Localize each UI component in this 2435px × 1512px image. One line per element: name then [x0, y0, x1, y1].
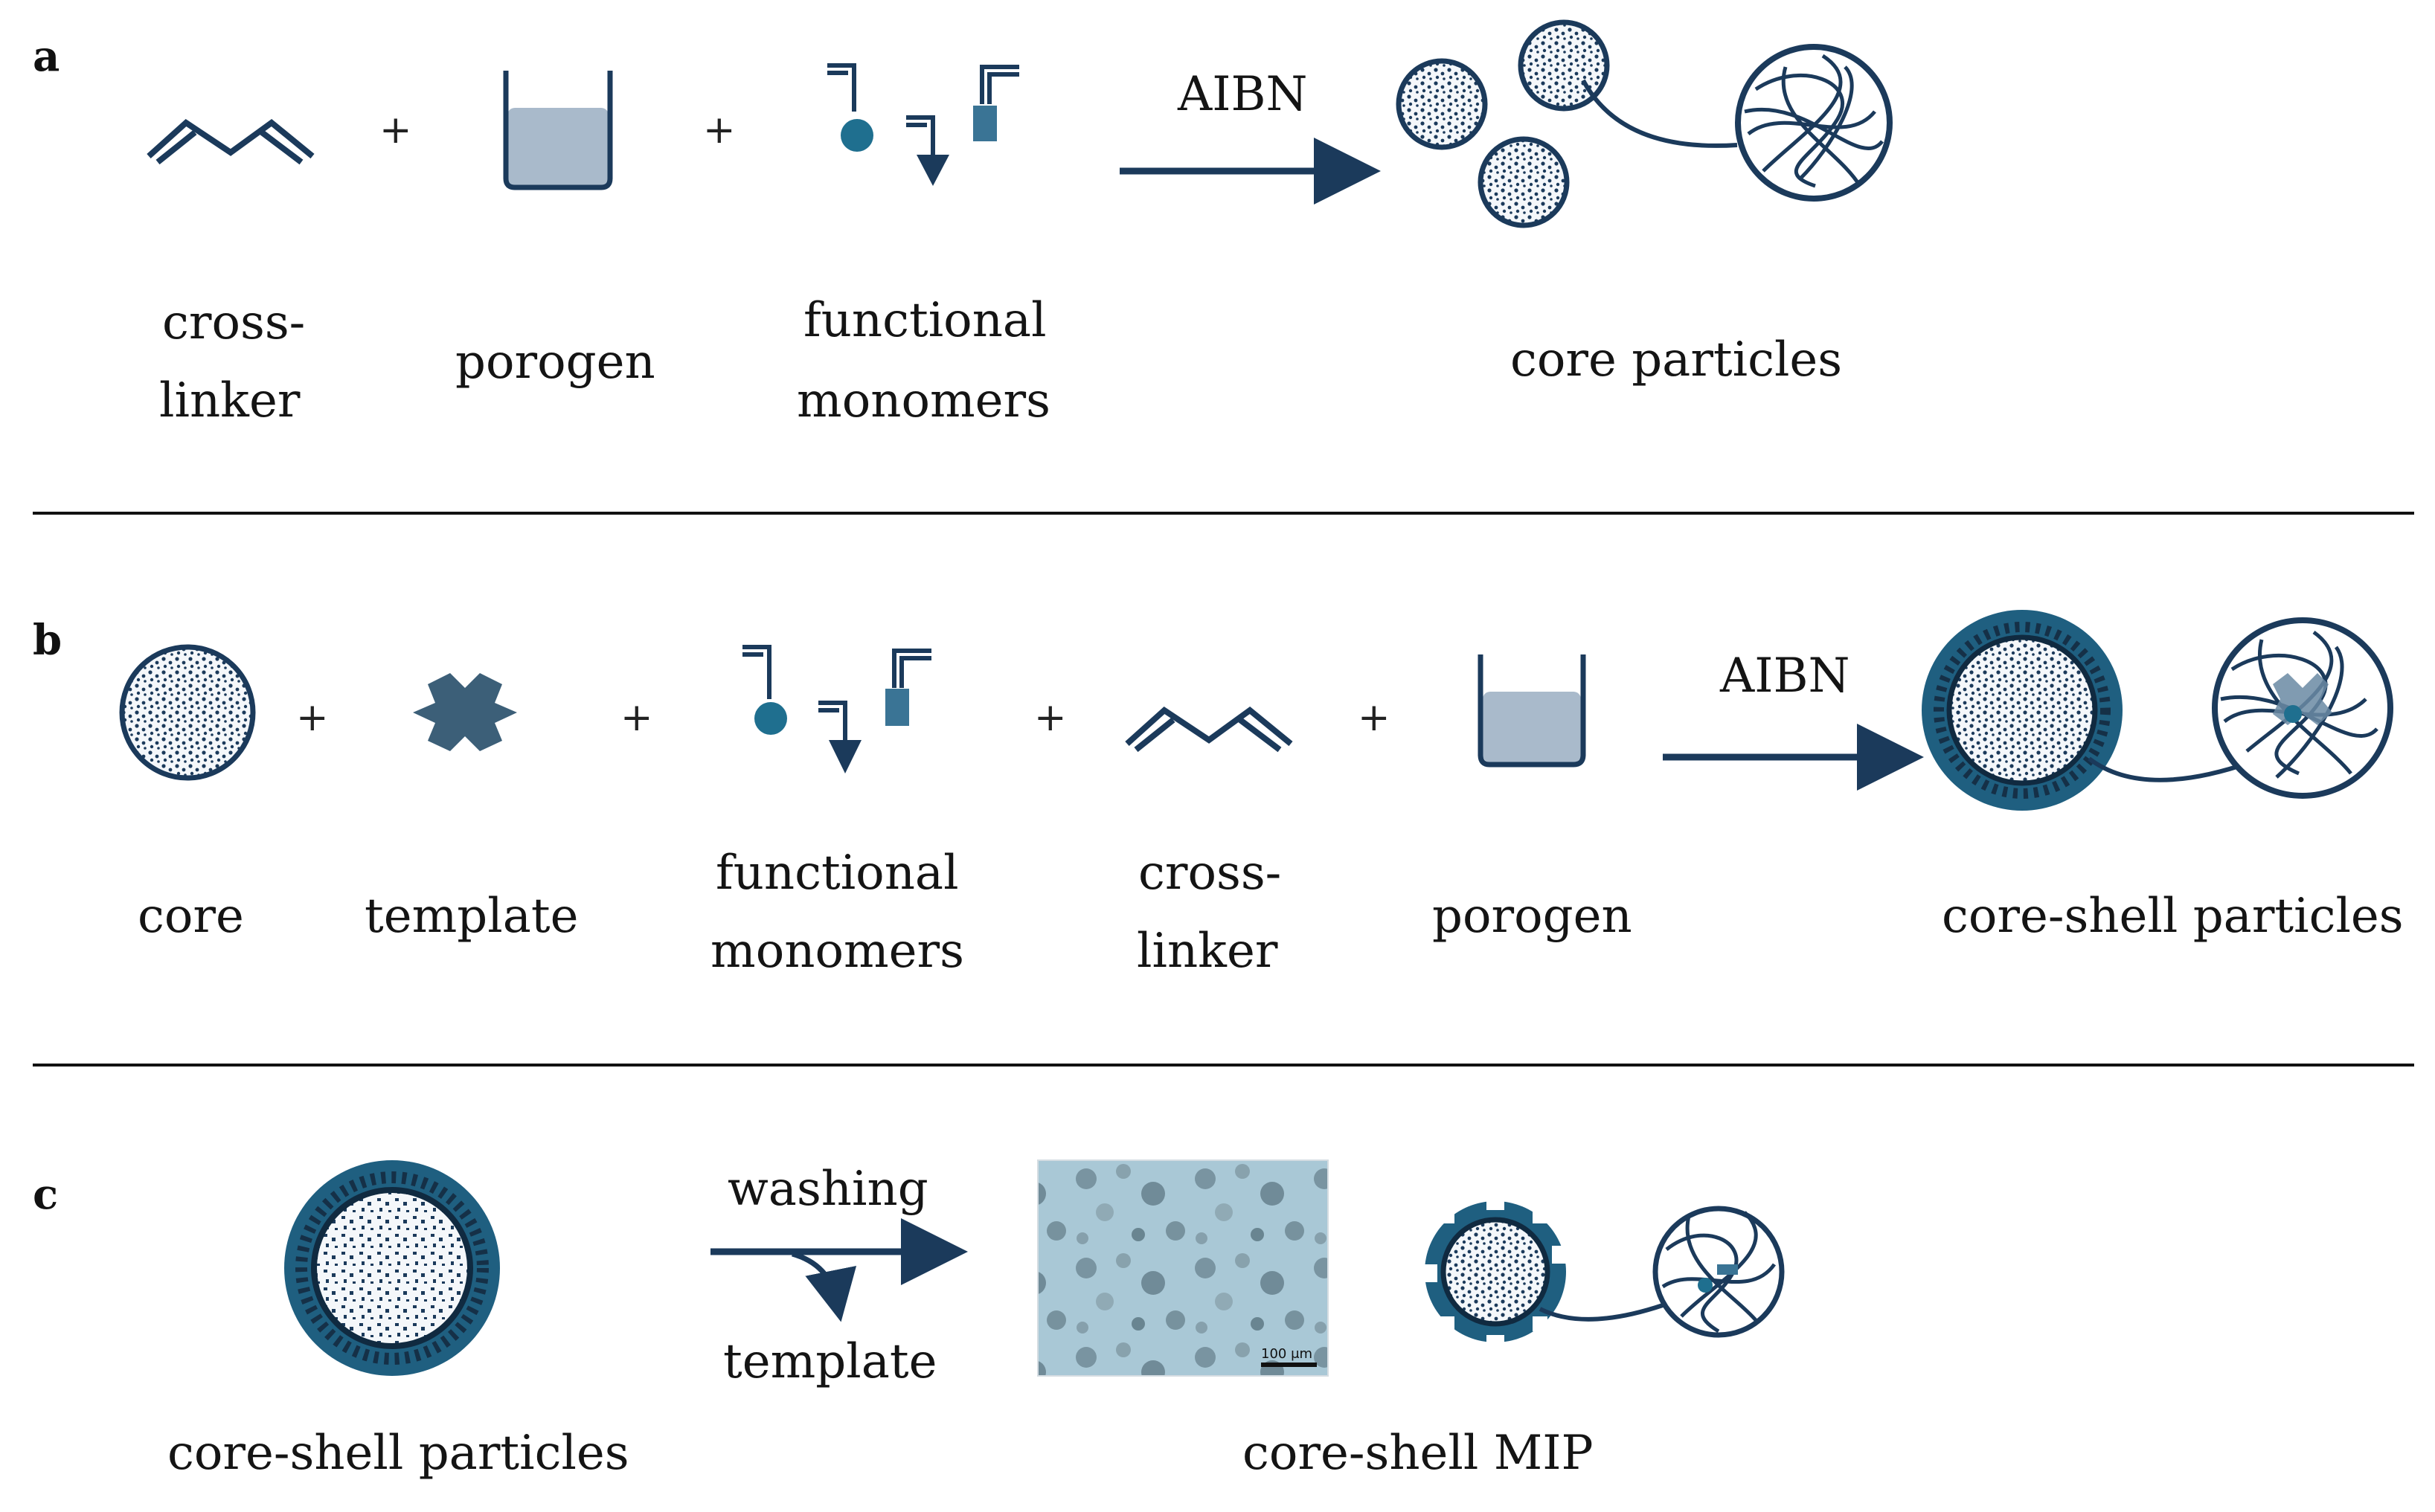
functional-monomers-icon [742, 645, 931, 773]
arrow-label-aibn: AIBN [1719, 649, 1850, 704]
crosslinker-icon [1125, 706, 1293, 753]
core-shell-particles-product-icon [1922, 610, 2393, 811]
arrow-label-washing: washing [728, 1162, 928, 1217]
core-particle-icon [119, 644, 256, 781]
plus-sign: + [1358, 695, 1390, 740]
label-core-shell-particles: core-shell particles [167, 1426, 629, 1481]
plus-sign: + [296, 695, 329, 740]
microscopy-image: 100 μm [1037, 1159, 1329, 1377]
label-core-particles: core particles [1510, 332, 1842, 387]
scale-bar-label: 100 μm [1261, 1346, 1312, 1362]
label-core-shell-mip: core-shell MIP [1242, 1426, 1594, 1481]
porogen-beaker-icon [503, 71, 613, 190]
label-core-shell-particles: core-shell particles [1942, 889, 2404, 944]
core-shell-particle-icon [284, 1160, 500, 1376]
panel-a-letter: a [33, 32, 60, 81]
panel-b-letter: b [33, 616, 62, 665]
label-template: template [365, 889, 578, 944]
template-removal-arrow [792, 1251, 857, 1322]
plus-sign: + [703, 108, 736, 152]
label-crosslinker-line1: cross- [162, 295, 305, 350]
arrow-label-aibn: AIBN [1177, 67, 1308, 122]
label-functional-line1: functional [716, 846, 959, 901]
panel-c-letter: c [33, 1170, 58, 1219]
plus-sign: + [1034, 695, 1067, 740]
label-functional-line2: monomers [710, 924, 964, 979]
functional-monomers-icon [827, 63, 1019, 186]
label-crosslinker-line2: linker [159, 373, 301, 428]
crosslinker-icon [147, 118, 315, 165]
label-crosslinker-line2: linker [1137, 924, 1278, 979]
label-core: core [138, 889, 244, 944]
arrow-label-template: template [723, 1334, 937, 1389]
template-molecule-icon [413, 673, 517, 751]
label-porogen: porogen [455, 335, 655, 390]
plus-sign: + [379, 108, 412, 152]
core-shell-mip-icon [1421, 1194, 1785, 1351]
label-functional-line1: functional [803, 293, 1047, 348]
label-functional-line2: monomers [797, 373, 1050, 428]
plus-sign: + [620, 695, 653, 740]
core-particles-product-icon [1396, 19, 1893, 228]
label-crosslinker-line1: cross- [1138, 846, 1281, 901]
label-porogen: porogen [1432, 889, 1632, 944]
porogen-beaker-icon [1478, 654, 1586, 768]
